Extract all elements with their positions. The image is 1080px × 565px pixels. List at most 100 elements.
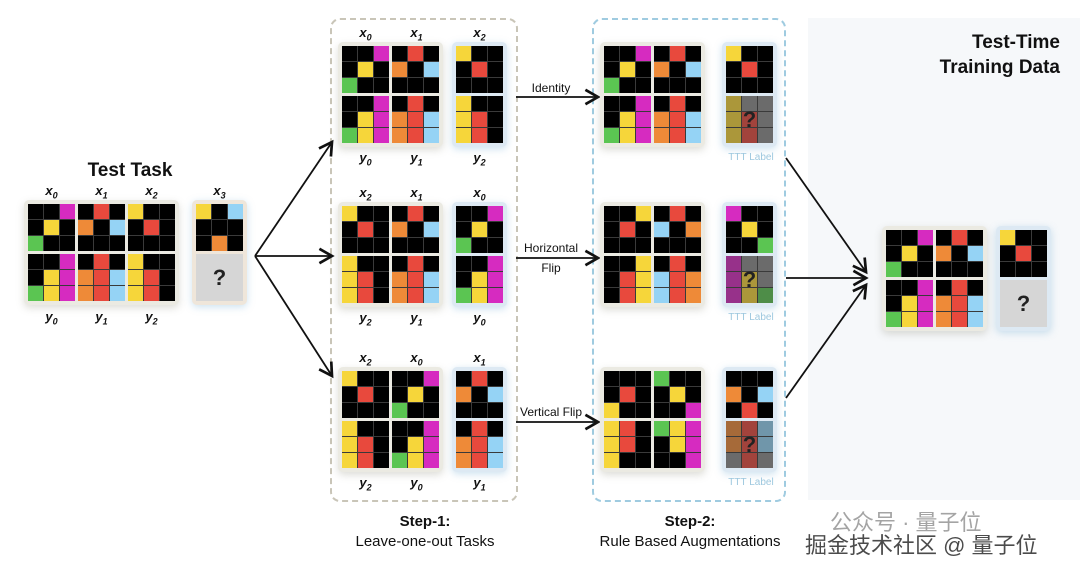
example-pair xyxy=(342,371,389,468)
grid-label: y2 xyxy=(359,310,372,328)
grid-cell xyxy=(936,280,951,295)
grid-cell xyxy=(60,286,75,301)
arc-grid xyxy=(726,371,773,418)
grid-cell xyxy=(488,46,503,61)
grid-cell xyxy=(968,280,983,295)
step1-caption: Step-1:Leave-one-out Tasks xyxy=(305,512,545,552)
grid-cell xyxy=(374,222,389,237)
watermark-line1: 公众号 · 量子位 xyxy=(830,510,982,535)
grid-cell xyxy=(604,128,619,143)
grid-cell xyxy=(620,453,635,468)
grid-cell xyxy=(620,46,635,61)
grid-cell xyxy=(128,220,143,235)
grid-cell xyxy=(686,371,701,386)
grid-cell xyxy=(392,256,407,271)
grid-cell xyxy=(60,254,75,269)
grid-cell xyxy=(456,46,471,61)
grid-cell xyxy=(472,371,487,386)
grid-label: x1 xyxy=(95,183,108,201)
example-pair xyxy=(654,206,701,303)
grid-cell xyxy=(1016,262,1031,277)
grid-cell xyxy=(374,206,389,221)
grid-cell xyxy=(392,78,407,93)
grid-cell xyxy=(160,270,175,285)
grid-cell xyxy=(358,112,373,127)
grid-cell xyxy=(472,238,487,253)
grid-cell xyxy=(342,238,357,253)
augmentation-label-vertical-flip: Vertical Flip xyxy=(519,405,583,419)
grid-cell xyxy=(968,230,983,245)
grid-cell xyxy=(742,403,757,418)
grid-cell xyxy=(686,421,701,436)
grid-cell xyxy=(620,238,635,253)
grid-cell xyxy=(758,96,773,111)
grid-cell xyxy=(408,453,423,468)
grid-cell xyxy=(758,46,773,61)
grid-cell xyxy=(1032,246,1047,261)
arc-grid xyxy=(128,254,175,301)
grid-cell xyxy=(758,437,773,452)
grid-cell xyxy=(456,371,471,386)
arc-grid xyxy=(654,206,701,253)
grid-cell xyxy=(456,272,471,287)
grid-cell xyxy=(604,256,619,271)
grid-cell xyxy=(144,204,159,219)
grid-cell xyxy=(758,238,773,253)
grid-cell xyxy=(726,222,741,237)
arc-grid xyxy=(726,206,773,253)
grid-cell xyxy=(392,96,407,111)
grid-label: x1 xyxy=(410,25,423,43)
grid-cell xyxy=(212,220,227,235)
grid-cell xyxy=(758,387,773,402)
grid-cell xyxy=(758,62,773,77)
grid-cell xyxy=(94,270,109,285)
arc-grid xyxy=(78,204,125,251)
grid-cell xyxy=(342,421,357,436)
grid-cell xyxy=(408,206,423,221)
grid-cell xyxy=(1016,230,1031,245)
grid-cell xyxy=(144,270,159,285)
grid-cell xyxy=(128,286,143,301)
grid-cell xyxy=(342,206,357,221)
grid-cell xyxy=(620,421,635,436)
grid-cell xyxy=(456,256,471,271)
grid-cell xyxy=(44,220,59,235)
grid-cell xyxy=(968,296,983,311)
arc-grid xyxy=(342,421,389,468)
ttt-label: TTT Label xyxy=(728,152,774,163)
grid-cell xyxy=(1000,262,1015,277)
step1-held-out xyxy=(452,42,507,147)
arc-grid xyxy=(196,204,243,251)
arrow-to-ttt-row1 xyxy=(785,157,868,275)
grid-cell xyxy=(886,262,901,277)
grid-cell xyxy=(94,286,109,301)
grid-cell xyxy=(374,238,389,253)
grid-cell xyxy=(408,437,423,452)
grid-cell xyxy=(374,256,389,271)
grid-cell xyxy=(392,387,407,402)
grid-cell xyxy=(670,222,685,237)
grid-cell xyxy=(374,453,389,468)
grid-cell xyxy=(424,371,439,386)
grid-label: y0 xyxy=(410,475,423,493)
grid-cell xyxy=(670,256,685,271)
grid-cell xyxy=(604,62,619,77)
grid-cell xyxy=(620,437,635,452)
grid-cell xyxy=(342,288,357,303)
grid-cell xyxy=(374,421,389,436)
grid-cell xyxy=(604,453,619,468)
grid-cell xyxy=(144,254,159,269)
grid-cell xyxy=(686,256,701,271)
step2-caption: Step-2:Rule Based Augmentations xyxy=(570,512,810,552)
ttt-data-title-line1: Test-Time xyxy=(972,32,1060,53)
arc-grid xyxy=(936,230,983,277)
grid-cell xyxy=(654,387,669,402)
example-pair: ? xyxy=(726,371,773,468)
grid-cell xyxy=(758,222,773,237)
grid-cell xyxy=(726,206,741,221)
arc-grid xyxy=(654,371,701,418)
grid-cell xyxy=(358,256,373,271)
grid-cell xyxy=(620,128,635,143)
grid-cell xyxy=(228,204,243,219)
unknown-mark: ? xyxy=(212,264,227,290)
